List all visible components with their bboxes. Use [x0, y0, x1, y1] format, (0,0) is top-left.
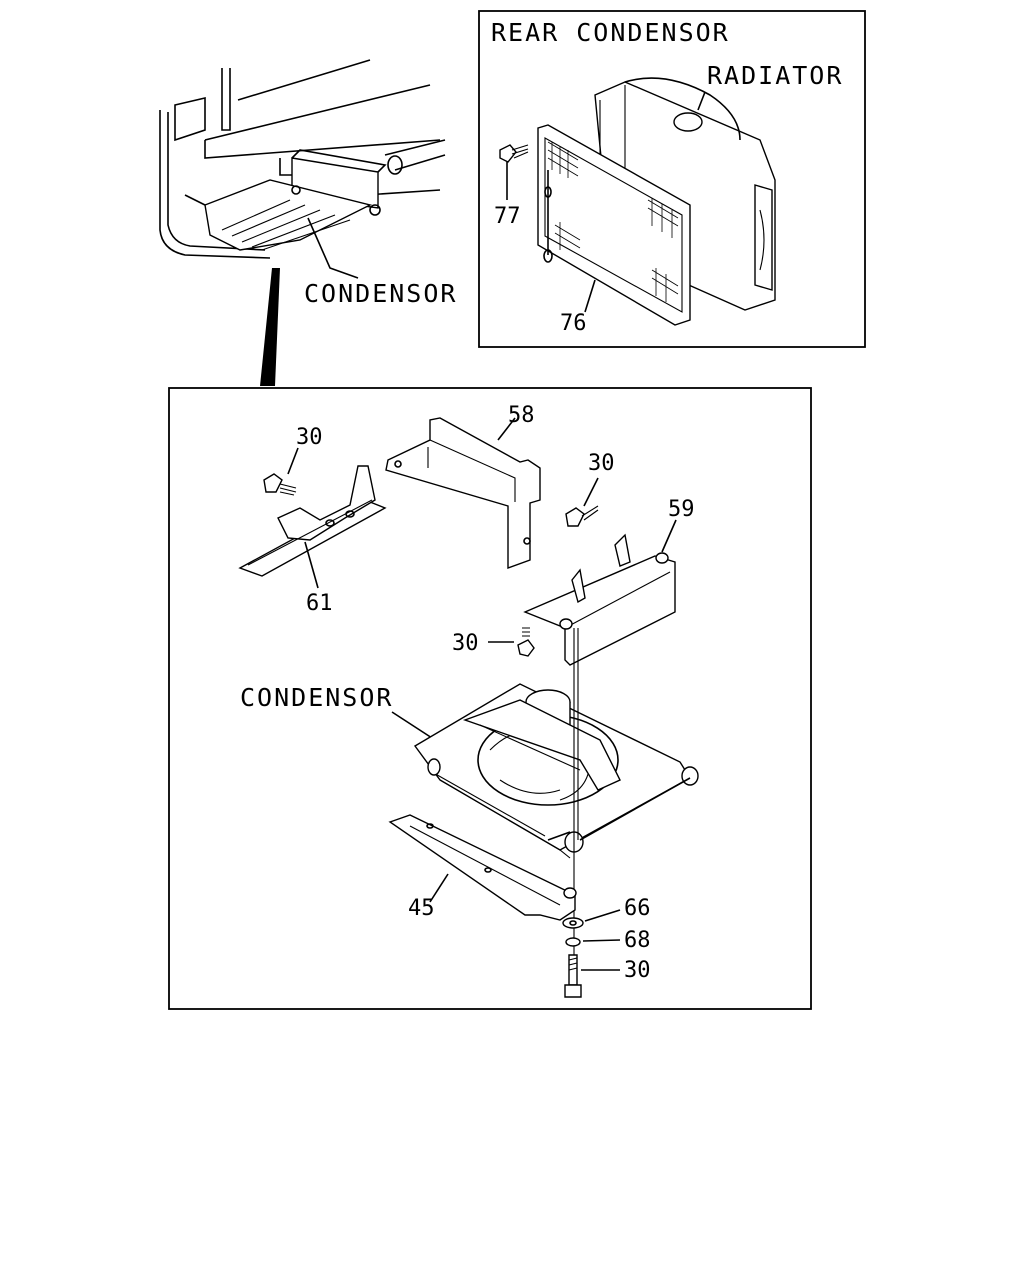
rear-condensor-inset: REAR CONDENSOR RADIATOR 77 76	[478, 10, 866, 348]
callout-30-middle: 30	[452, 631, 479, 656]
callout-68: 68	[624, 928, 651, 953]
condensor-location-label: CONDENSOR	[304, 279, 457, 308]
condensor-main-label: CONDENSOR	[240, 683, 393, 712]
callout-77: 77	[494, 204, 521, 229]
callout-76: 76	[560, 311, 587, 336]
callout-30-upper-left: 30	[296, 425, 323, 450]
rear-condensor-title: REAR CONDENSOR	[491, 18, 730, 47]
callout-45: 45	[408, 896, 435, 921]
radiator-label: RADIATOR	[707, 61, 843, 90]
exploded-view: 58 30 61 30 59 30 CONDENSOR	[168, 387, 812, 1010]
callout-30-upper-right: 30	[588, 451, 615, 476]
callout-59: 59	[668, 497, 695, 522]
callout-66: 66	[624, 896, 651, 921]
callout-30-bottom: 30	[624, 958, 651, 983]
callout-61: 61	[306, 591, 333, 616]
callout-58: 58	[508, 403, 535, 428]
vehicle-location-view: CONDENSOR	[159, 59, 457, 386]
